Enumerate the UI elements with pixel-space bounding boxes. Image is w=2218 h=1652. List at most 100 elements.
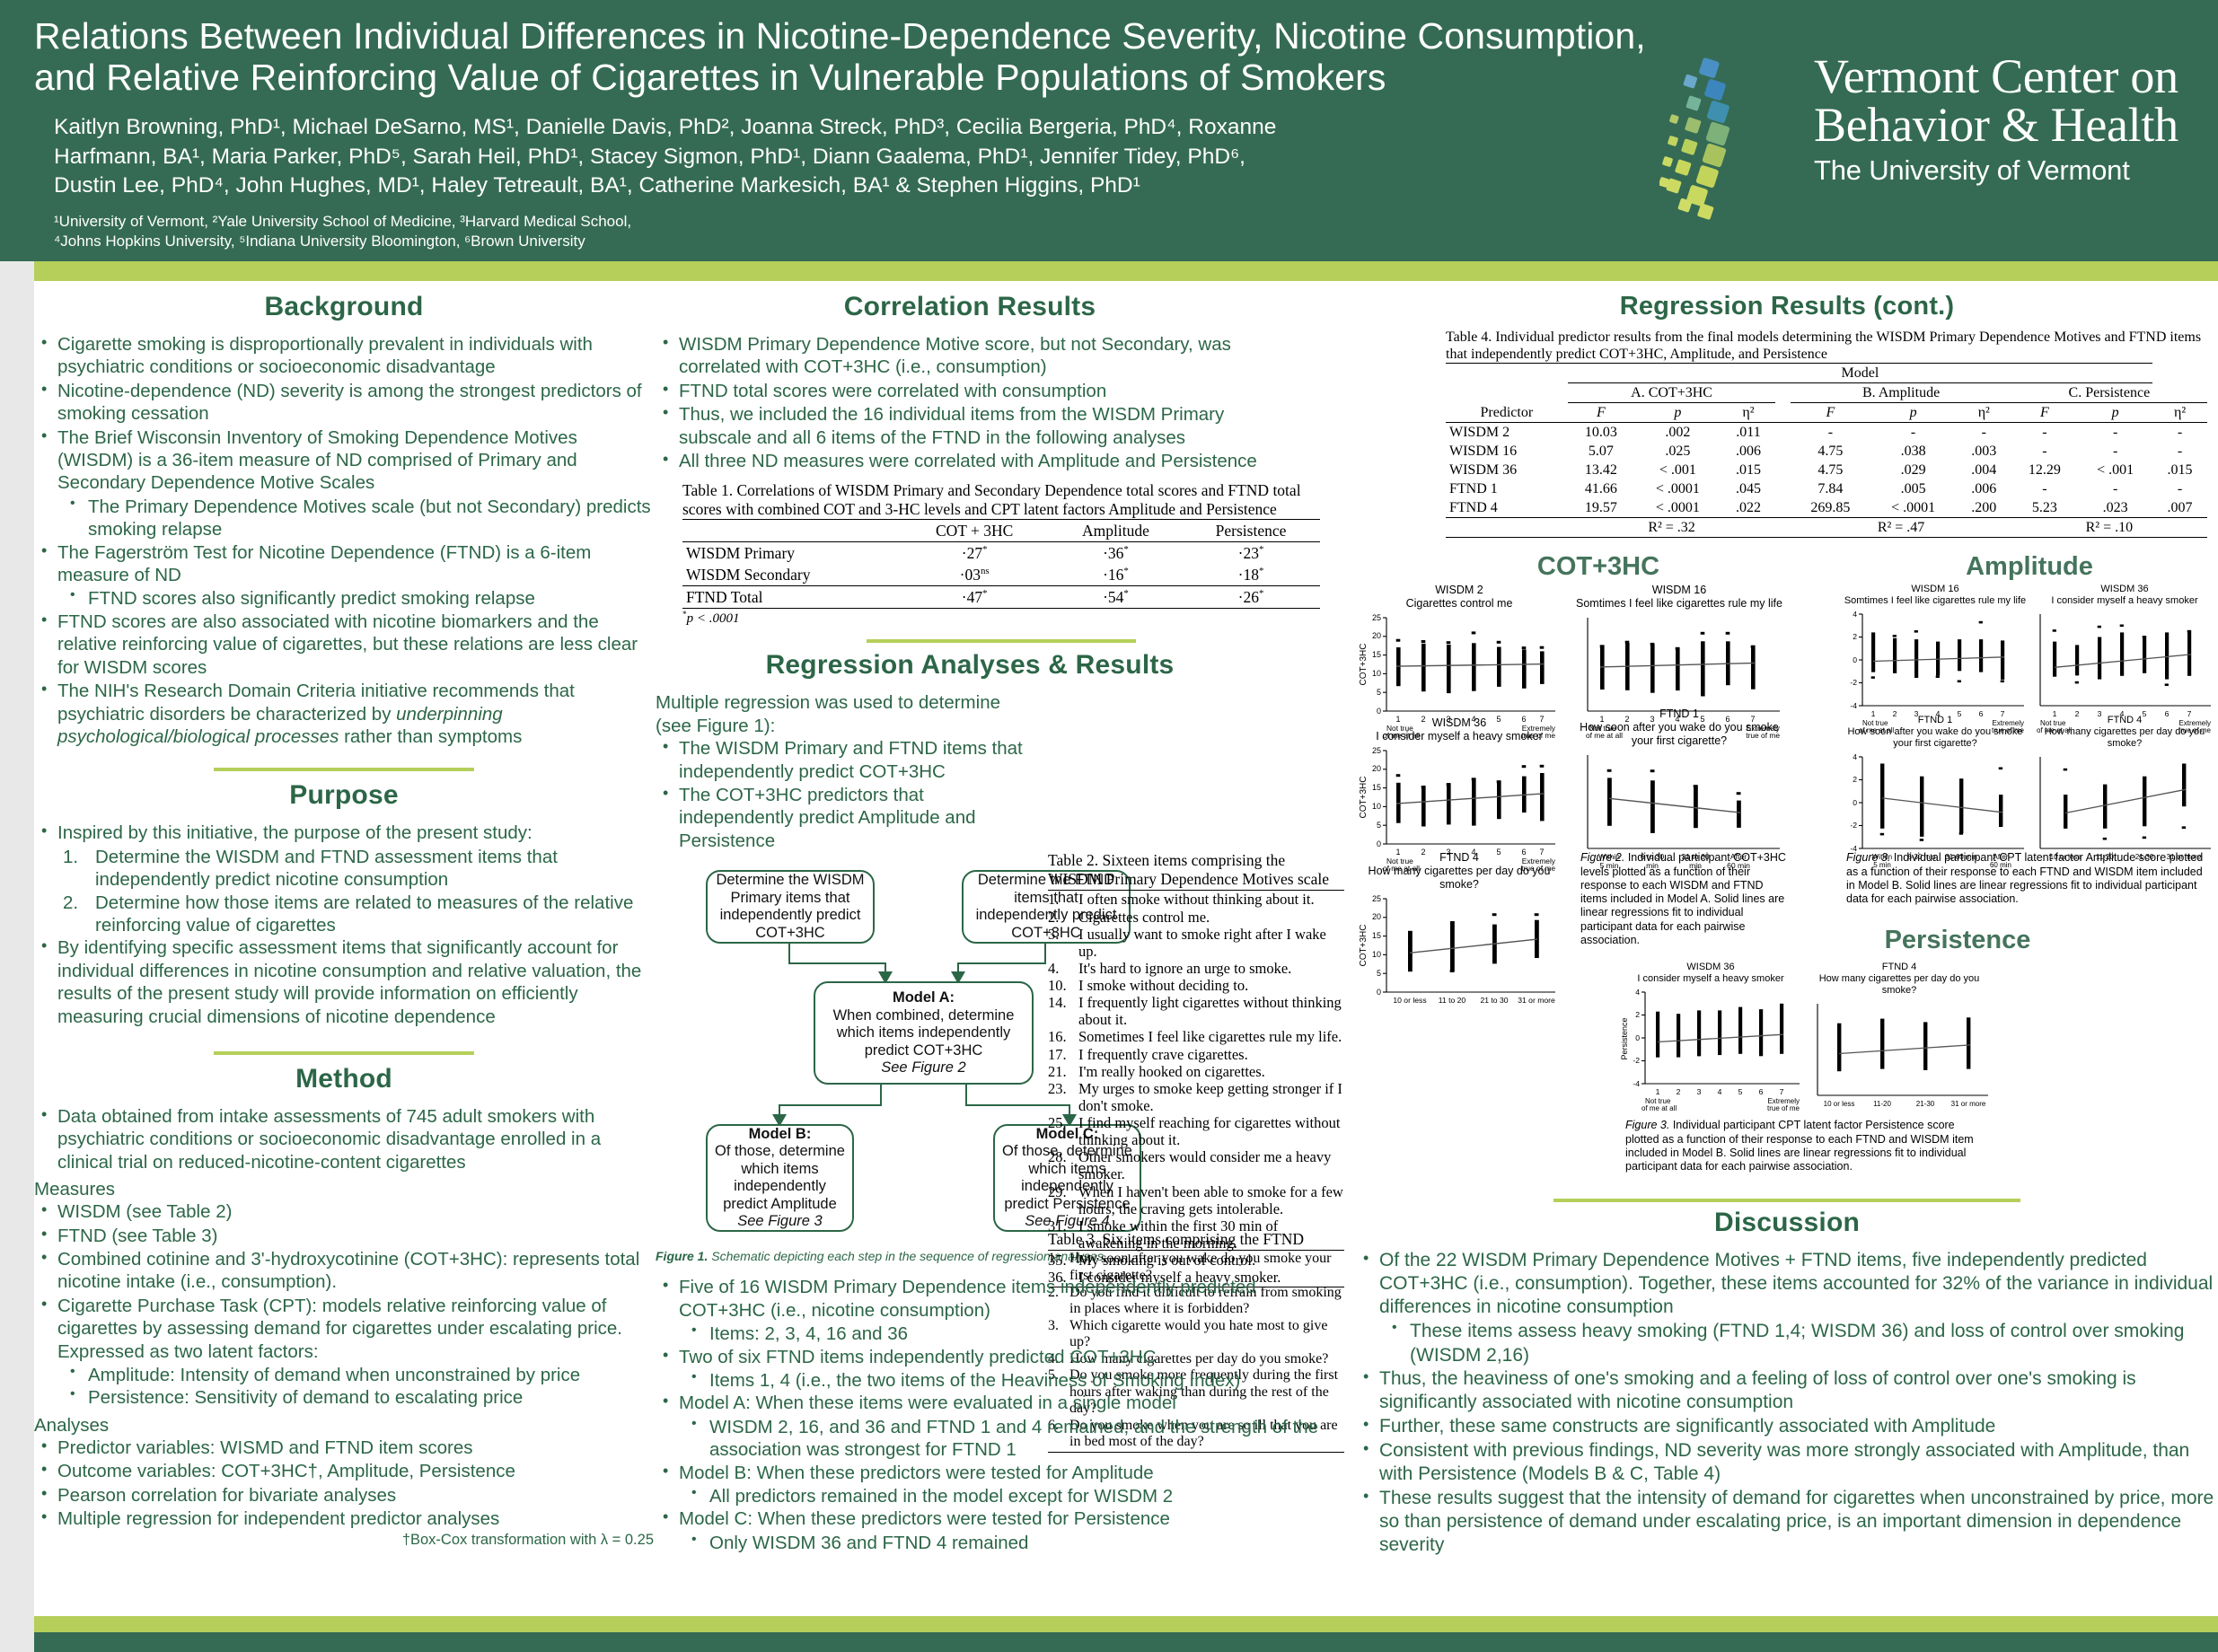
scatter-wisdm36-pers: -4-20 24 Persistence [1620, 988, 1800, 1112]
panel-question: How many cigarettes per day do you smoke… [2044, 726, 2205, 750]
flow-box-model-a: Model A: When combined, determine which … [814, 981, 1034, 1085]
background-bullets: Cigarette smoking is disproportionally p… [34, 332, 654, 748]
purpose-numbered: Determine the WISDM and FTND assessment … [57, 846, 654, 937]
poster-header: Relations Between Individual Differences… [0, 0, 2218, 261]
svg-text:true of me: true of me [1521, 864, 1555, 873]
regression-cont-heading: Regression Results (cont.) [1619, 292, 1955, 321]
svg-text:min: min [1689, 861, 1702, 870]
svg-text:20: 20 [1372, 631, 1381, 640]
svg-text:true of me: true of me [2178, 726, 2212, 734]
panel-question: How many cigarettes per day do you smoke… [1818, 973, 1980, 997]
purpose-bullets: Inspired by this initiative, the purpose… [34, 821, 654, 1028]
panel-item: WISDM 16 [1651, 584, 1707, 597]
svg-text:31 or more: 31 or more [1951, 1100, 1986, 1108]
affiliation-line-2: ⁴Johns Hopkins University, ⁵Indiana Univ… [54, 233, 585, 250]
col-header: p [1870, 402, 1957, 424]
svg-text:min: min [1646, 861, 1659, 870]
list-item: By identifying specific assessment items… [34, 936, 654, 1028]
bullet6-pre: The NIH's Research Domain Criteria initi… [57, 681, 575, 725]
svg-text:6 to 30: 6 to 30 [1641, 852, 1665, 861]
author-line-2: Harfmann, BA¹, Maria Parker, PhD⁵, Sarah… [54, 144, 1245, 169]
table-row: A. COT+3HC B. Amplitude C. Persistence [1446, 382, 2207, 404]
background-sub-1: The Primary Dependence Motives scale (bu… [65, 495, 654, 541]
col-header: η² [1956, 402, 2011, 424]
svg-text:6: 6 [1759, 1087, 1764, 1096]
table-row-header: COT + 3HC Amplitude Persistence [682, 519, 1320, 543]
svg-text:Not true: Not true [1589, 724, 1616, 733]
list-item: Predictor variables: WISMD and FTND item… [34, 1436, 654, 1459]
col-header: p [1634, 402, 1721, 424]
list-item: Model A: When these items were evaluated… [656, 1391, 1338, 1414]
svg-text:11-20: 11-20 [1873, 1100, 1891, 1108]
title-line-1: Relations Between Individual Differences… [34, 15, 1646, 57]
list-item: All predictors remained in the model exc… [686, 1484, 1338, 1507]
cell: - [2042, 443, 2047, 459]
list-item: WISDM (see Table 2) [34, 1199, 654, 1223]
list-item: 10.I smoke without deciding to. [1048, 977, 1249, 995]
list-item: Thus, the heaviness of one's smoking and… [1356, 1366, 2218, 1414]
column-right: Regression Results (cont.) Table 4. Indi… [1356, 292, 2218, 1558]
svg-text:Within: Within [1872, 853, 1892, 861]
svg-text:of me at all: of me at all [2037, 726, 2072, 734]
panel-item: FTND 4 [2107, 715, 2143, 726]
svg-text:25: 25 [1372, 613, 1381, 622]
panel-item: WISDM 2 [1435, 584, 1483, 597]
svg-text:2: 2 [1624, 715, 1629, 724]
svg-text:6: 6 [1979, 709, 1984, 718]
list-item: Combined cotinine and 3'-hydroxycotinine… [34, 1247, 654, 1294]
cell: - [2177, 424, 2183, 440]
svg-text:0: 0 [1377, 839, 1381, 848]
col-header: η² [1721, 402, 1776, 424]
table-row: WISDM Secondary ·03ns ·16* ·18* [682, 564, 1320, 587]
cell: ·47* [899, 585, 1050, 610]
svg-text:2: 2 [2075, 709, 2080, 718]
cell: 12.29 [2028, 461, 2061, 478]
svg-text:-2: -2 [1850, 678, 1857, 687]
list-item: All three ND measures were correlated wi… [656, 449, 1284, 472]
list-item: 14.I frequently light cigarettes without… [1048, 994, 1342, 1029]
panel-question: How soon after you wake do you smoke you… [1580, 721, 1779, 747]
svg-text:COT+3HC: COT+3HC [1359, 643, 1369, 685]
svg-text:1: 1 [1656, 1087, 1660, 1096]
model-b-title: Model B: [748, 1125, 812, 1142]
cell: .004 [1971, 461, 1997, 478]
cell: < .0001 [1655, 480, 1700, 496]
svg-text:5: 5 [1496, 848, 1501, 857]
svg-text:After: After [1730, 852, 1747, 861]
cell: 5.07 [1588, 443, 1614, 459]
svg-text:4: 4 [1675, 715, 1679, 724]
model-b-body: Of those, determine which items independ… [715, 1143, 845, 1212]
cell: .029 [1900, 461, 1926, 478]
svg-text:-2: -2 [1633, 1056, 1640, 1065]
cell: < .001 [1659, 461, 1696, 478]
flow-box-model-c: Model C: Of those, determine which items… [993, 1124, 1141, 1233]
svg-text:4: 4 [1471, 848, 1475, 857]
list-item: 16.Sometimes I feel like cigarettes rule… [1048, 1028, 1342, 1046]
list-item: FTND scores also significantly predict s… [65, 586, 654, 610]
model-b-ref: See Figure 3 [737, 1213, 823, 1230]
svg-text:4: 4 [2120, 709, 2125, 718]
svg-text:7: 7 [1780, 1087, 1784, 1096]
model-a-title: Model A: [892, 989, 955, 1006]
panel-question: How many cigarettes per day do you smoke… [1368, 865, 1551, 891]
column-middle: Correlation Results WISDM Primary Depend… [656, 292, 1347, 1554]
svg-text:31-60 min: 31-60 min [1945, 853, 1977, 861]
regression-results-bullets: Five of 16 WISDM Primary Dependence item… [656, 1275, 1338, 1554]
predictor-header: Predictor [1446, 402, 1568, 424]
cell: .002 [1665, 424, 1691, 440]
title-line-2: and Relative Reinforcing Value of Cigare… [34, 56, 1386, 98]
list-item: Nicotine-dependence (ND) severity is amo… [34, 379, 654, 426]
table-row: WISDM 16 5.07 .025 .006 4.75 .038 .003 -… [1446, 442, 2207, 461]
svg-text:0: 0 [1377, 988, 1381, 997]
list-item: Two of six FTND items independently pred… [656, 1344, 1338, 1368]
logo-line-3: The University of Vermont [1814, 154, 2130, 186]
svg-text:-2: -2 [1850, 821, 1857, 830]
discussion-heading: Discussion [1713, 1208, 1861, 1238]
